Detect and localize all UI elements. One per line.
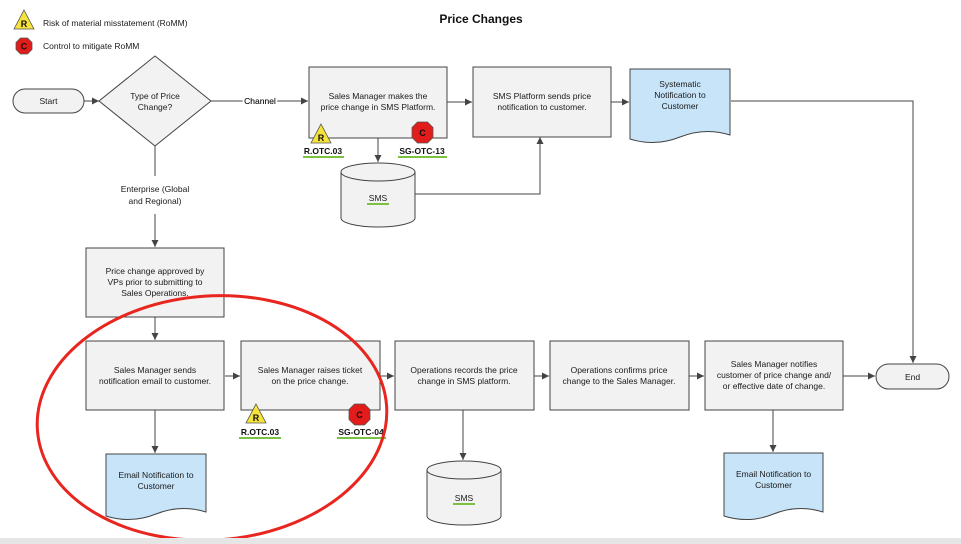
process-sms-sends-notification: SMS Platform sends price notification to… [472,66,612,138]
control-badge-bottom: C [348,403,371,426]
channel-label: Channel [244,96,276,106]
svg-text:change in SMS platform.: change in SMS platform. [417,376,510,386]
svg-text:price change in SMS Platform.: price change in SMS Platform. [321,102,436,112]
svg-text:Email Notification to: Email Notification to [736,469,811,479]
svg-text:Sales Manager makes the: Sales Manager makes the [329,91,428,101]
svg-text:Enterprise (Global: Enterprise (Global [121,184,190,194]
document-email-notification-2: Email Notification to Customer [723,452,824,520]
svg-text:Change?: Change? [138,102,173,112]
database-sms-top: SMS [340,162,416,228]
svg-text:Sales Operations.: Sales Operations. [121,288,189,298]
svg-text:VPs prior to submitting to: VPs prior to submitting to [108,277,203,287]
svg-text:Customer: Customer [138,481,175,491]
process-sm-notifies-customer: Sales Manager notifies customer of price… [704,340,844,411]
svg-text:change to the Sales Manager.: change to the Sales Manager. [563,376,676,386]
svg-text:on the price change.: on the price change. [271,376,348,386]
svg-text:Start: Start [40,96,59,106]
svg-text:Email Notification to: Email Notification to [118,470,193,480]
svg-text:Customer: Customer [662,101,699,111]
channel-label-text: Channel [244,96,276,106]
svg-text:or effective date of change.: or effective date of change. [723,381,825,391]
control-legend-label: Control to mitigate RoMM [43,41,139,51]
process-sm-sends-email: Sales Manager sends notification email t… [85,340,225,411]
svg-text:Price change approved by: Price change approved by [106,266,206,276]
process-price-change-approved: Price change approved by VPs prior to su… [85,247,225,318]
document-systematic-notification: Systematic Notification to Customer [629,68,731,143]
svg-text:Systematic: Systematic [659,79,701,89]
risk-legend-icon: R [13,9,35,30]
control-badge-top: C [411,121,434,144]
svg-text:C: C [356,410,363,420]
risk-ref-top: R.OTC.03 [304,146,343,156]
svg-text:customer of price change and/: customer of price change and/ [717,370,832,380]
svg-text:Sales Manager raises ticket: Sales Manager raises ticket [258,365,363,375]
decision-type-of-price-change: Type of Price Change? [98,55,212,147]
process-ops-confirms-price-change: Operations confirms price change to the … [549,340,690,411]
svg-text:SMS Platform sends price: SMS Platform sends price [493,91,592,101]
svg-text:SMS: SMS [369,193,388,203]
document-email-notification: Email Notification to Customer [105,453,207,520]
svg-text:R: R [21,19,28,29]
enterprise-label: Enterprise (Global and Regional) [121,184,190,206]
svg-text:notification to customer.: notification to customer. [497,102,586,112]
highlight-ellipse [35,294,389,542]
svg-text:notification email to customer: notification email to customer. [99,376,211,386]
control-legend-icon: C [15,37,33,55]
risk-badge-bottom: R [245,403,267,424]
svg-text:Notification to: Notification to [654,90,706,100]
control-ref-bottom: SG-OTC-04 [338,427,384,437]
svg-text:End: End [905,372,920,382]
svg-text:Customer: Customer [755,480,792,490]
process-sm-raises-ticket: Sales Manager raises ticket on the price… [240,340,381,411]
svg-text:R: R [253,413,260,423]
risk-ref-bottom: R.OTC.03 [241,427,280,437]
end-node: End [875,363,950,390]
svg-text:C: C [21,42,28,52]
process-ops-records-price-change: Operations records the price change in S… [394,340,535,411]
risk-badge-top: R [310,123,332,144]
start-node: Start [12,88,85,114]
svg-text:Sales Manager sends: Sales Manager sends [114,365,196,375]
control-ref-top: SG-OTC-13 [399,146,445,156]
svg-text:and Regional): and Regional) [129,196,182,206]
svg-text:Type of Price: Type of Price [130,91,180,101]
svg-text:Operations records the price: Operations records the price [410,365,518,375]
legend: R Risk of material misstatement (RoMM) C… [13,9,188,55]
bottom-scroll-strip [0,538,961,544]
database-sms-bottom: SMS [426,460,502,526]
page-title: Price Changes [439,12,523,26]
svg-text:Sales Manager notifies: Sales Manager notifies [731,359,817,369]
svg-text:Operations confirms price: Operations confirms price [571,365,668,375]
svg-text:SMS: SMS [455,493,474,503]
svg-text:R: R [318,133,325,143]
svg-text:C: C [419,128,426,138]
risk-legend-label: Risk of material misstatement (RoMM) [43,18,188,28]
connectors [84,97,917,460]
